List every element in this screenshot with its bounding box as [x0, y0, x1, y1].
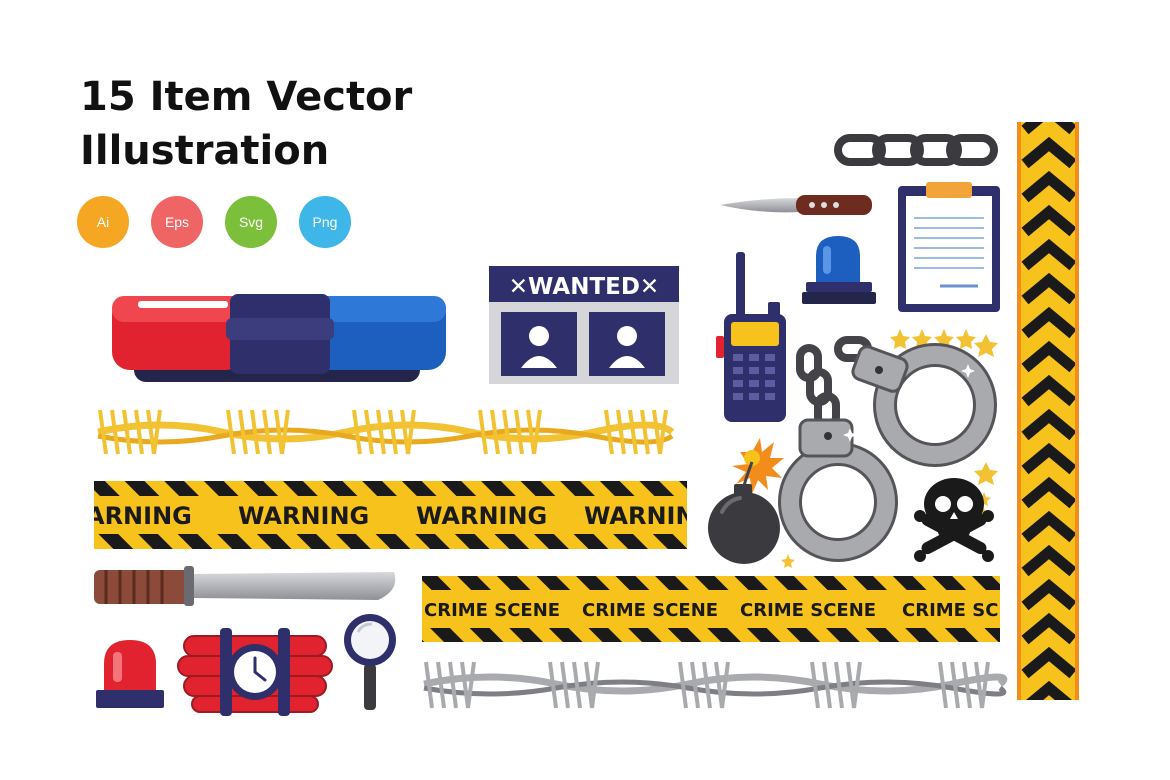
- stars-decoration: [781, 329, 998, 568]
- crime-scene-tape: CRIME SCENE CRIME SCENE CRIME SCENE CRIM…: [422, 576, 1011, 642]
- bomb-icon: [708, 438, 784, 564]
- red-siren-icon: [96, 640, 164, 708]
- page-title: 15 Item Vector Illustration: [80, 70, 500, 178]
- dynamite-icon: [177, 628, 333, 716]
- crime-text-2: CRIME SCENE: [582, 600, 718, 621]
- wanted-poster-icon: ✕WANTED✕: [489, 266, 679, 384]
- title-line-2: Illustration: [80, 128, 330, 174]
- silver-barbed-wire-icon: [423, 661, 1008, 709]
- format-badge-eps: Eps: [151, 196, 203, 248]
- magnifier-icon: [344, 614, 396, 710]
- warning-text-2: WARNING: [238, 502, 369, 530]
- warning-text-1: ARNING: [86, 502, 192, 530]
- barbed-wire-icon: [97, 409, 675, 455]
- format-badge-svg: Svg: [225, 196, 277, 248]
- warning-tape: ARNING WARNING WARNING WARNIN: [86, 481, 696, 549]
- clipboard-icon: [898, 182, 1000, 312]
- police-light-bar-icon: [112, 294, 446, 382]
- skull-crossbones-icon: [914, 478, 994, 562]
- title-line-1: 15 Item Vector: [80, 74, 413, 120]
- format-badges: Ai Eps Svg Png: [77, 196, 351, 248]
- handcuffs-icon: [778, 336, 997, 562]
- crime-text-1: CRIME SCENE: [424, 600, 560, 621]
- machete-icon: [94, 566, 396, 606]
- hazard-vertical-tape: [1017, 122, 1079, 700]
- format-badge-png: Png: [299, 196, 351, 248]
- chain-icon: [834, 134, 998, 166]
- siren-icon: [802, 236, 876, 304]
- format-badge-ai: Ai: [77, 196, 129, 248]
- warning-text-4: WARNIN: [584, 502, 696, 530]
- crime-text-4: CRIME SCE: [902, 600, 1011, 621]
- warning-text-3: WARNING: [416, 502, 547, 530]
- knife-icon: [720, 195, 872, 215]
- wanted-label: ✕WANTED✕: [509, 274, 659, 300]
- walkie-talkie-icon: [716, 252, 786, 422]
- crime-text-3: CRIME SCENE: [740, 600, 876, 621]
